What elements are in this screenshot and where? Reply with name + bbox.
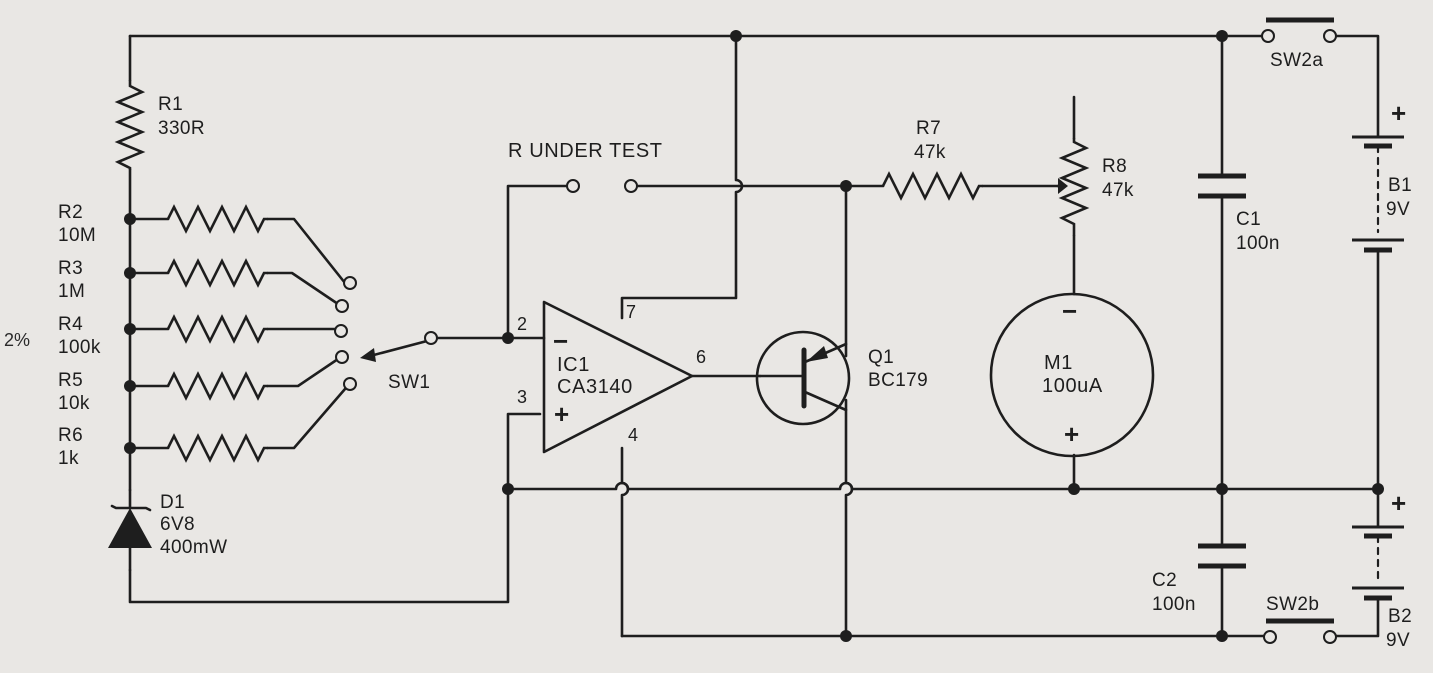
r-under-test-terminal-left[interactable] — [566, 179, 580, 193]
r4-ref: R4 — [58, 314, 83, 335]
wires — [128, 34, 1380, 638]
sw2b-label: SW2b — [1266, 594, 1319, 615]
zener-diode-d1 — [108, 488, 152, 572]
q1-part: BC179 — [868, 370, 928, 391]
resistor-r5 — [166, 371, 268, 401]
tolerance-note: 2% — [4, 330, 30, 350]
b2-voltage: 9V — [1386, 630, 1410, 651]
switch-sw2a — [1261, 17, 1337, 43]
r1-value: 330R — [158, 118, 205, 139]
r4-value: 100k — [58, 337, 101, 358]
r6-value: 1k — [58, 448, 79, 469]
q1-ref: Q1 — [868, 347, 894, 368]
transistor-q1 — [755, 330, 851, 426]
c1-value: 100n — [1236, 233, 1280, 254]
capacitor-c2 — [1198, 543, 1246, 569]
pin-label-6: 6 — [696, 347, 706, 367]
battery-b1-plus-sign: + — [1391, 98, 1406, 128]
d1-voltage: 6V8 — [160, 514, 195, 535]
b2-ref: B2 — [1388, 606, 1412, 627]
c2-value: 100n — [1152, 594, 1196, 615]
b1-voltage: 9V — [1386, 199, 1410, 220]
pin-label-4: 4 — [628, 425, 638, 445]
meter-minus-sign: − — [1062, 296, 1077, 326]
potentiometer-r8 — [1056, 138, 1090, 236]
c1-ref: C1 — [1236, 209, 1261, 230]
meter-plus-sign: + — [1064, 419, 1079, 449]
d1-ref: D1 — [160, 492, 185, 513]
m1-ref: M1 — [1044, 352, 1073, 374]
r5-value: 10k — [58, 393, 90, 414]
r2-value: 10M — [58, 225, 96, 246]
sw1-contact-4 — [335, 350, 349, 364]
sw1-label: SW1 — [388, 372, 430, 393]
pin-label-3: 3 — [517, 387, 527, 407]
r8-ref: R8 — [1102, 156, 1127, 177]
r6-ref: R6 — [58, 425, 83, 446]
sw2a-label: SW2a — [1270, 50, 1323, 71]
resistor-r2 — [166, 204, 268, 234]
resistor-r1 — [114, 80, 146, 170]
r-under-test-terminal-right[interactable] — [624, 179, 638, 193]
junction-dots — [124, 30, 1384, 642]
sw1-contact-2 — [335, 299, 349, 313]
sw1-contact-1 — [343, 276, 357, 290]
r7-value: 47k — [914, 142, 946, 163]
op-amp-noninverting-sign: + — [554, 399, 569, 429]
capacitor-c1 — [1198, 173, 1246, 199]
switch-sw2b — [1263, 618, 1337, 644]
battery-b1 — [1352, 135, 1404, 253]
r7-ref: R7 — [916, 118, 941, 139]
op-amp-inverting-sign: − — [553, 326, 568, 356]
r2-ref: R2 — [58, 202, 83, 223]
b1-ref: B1 — [1388, 175, 1412, 196]
r3-ref: R3 — [58, 258, 83, 279]
battery-b2-plus-sign: + — [1391, 488, 1406, 518]
r5-ref: R5 — [58, 370, 83, 391]
r3-value: 1M — [58, 281, 85, 302]
ic1-ref: IC1 — [557, 354, 590, 376]
pin-label-2: 2 — [517, 314, 527, 334]
r1-ref: R1 — [158, 94, 183, 115]
op-amp-ic1 — [542, 300, 694, 454]
meter-m1 — [989, 292, 1155, 458]
rotary-switch-sw1 — [334, 276, 438, 391]
ic1-part: CA3140 — [557, 376, 633, 398]
r-under-test-label: R UNDER TEST — [508, 140, 663, 162]
resistor-r3 — [166, 258, 268, 288]
m1-value: 100uA — [1042, 375, 1103, 397]
resistor-r7 — [881, 171, 983, 201]
battery-b2 — [1352, 525, 1404, 601]
r8-value: 47k — [1102, 180, 1134, 201]
d1-power: 400mW — [160, 537, 227, 558]
sw1-contact-5 — [343, 377, 357, 391]
pin-label-7: 7 — [626, 302, 636, 322]
sw1-common-terminal — [424, 331, 438, 345]
sw1-contact-3 — [334, 324, 348, 338]
resistor-r4 — [166, 314, 268, 344]
c2-ref: C2 — [1152, 570, 1177, 591]
resistor-r6 — [166, 433, 268, 463]
